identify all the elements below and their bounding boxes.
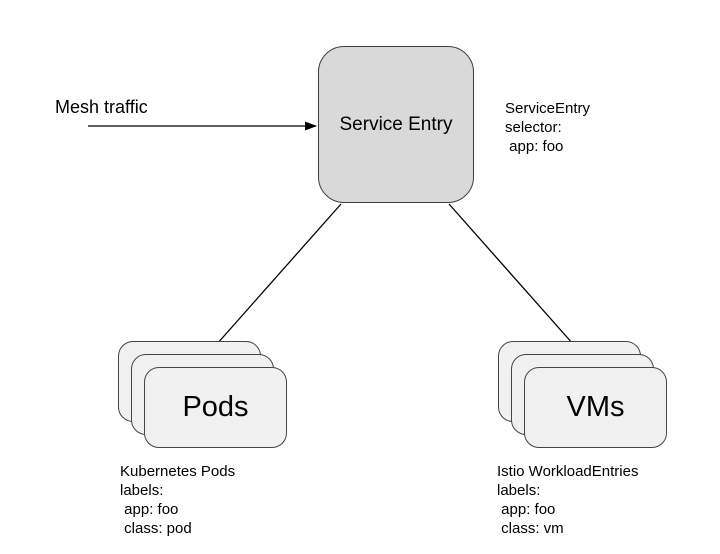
- vms-label: VMs: [566, 391, 625, 423]
- vms-card-front: VMs: [524, 367, 667, 448]
- service-entry-annotation-line: app: foo: [505, 138, 564, 155]
- pods-annotation-line: Kubernetes Pods: [120, 463, 236, 480]
- service-entry-annotation-line: ServiceEntry: [505, 100, 591, 117]
- vms-annotation-line: labels:: [497, 482, 541, 499]
- service-entry-annotation-line: selector:: [505, 119, 562, 136]
- pods-annotation-line: app: foo: [120, 501, 179, 518]
- service-entry-label: Service Entry: [339, 113, 453, 135]
- pods-card-front: Pods: [144, 367, 287, 448]
- mesh-traffic-label: Mesh traffic: [55, 97, 148, 117]
- service-entry-annotation: ServiceEntry selector: app: foo: [505, 99, 590, 156]
- pods-annotation: Kubernetes Pods labels: app: foo class: …: [120, 462, 235, 538]
- service-to-pods-arrow: [208, 203, 342, 354]
- service-to-vms-arrow: [448, 203, 582, 354]
- vms-annotation-line: Istio WorkloadEntries: [497, 463, 639, 480]
- vms-annotation-line: app: foo: [497, 501, 556, 518]
- vms-annotation: Istio WorkloadEntries labels: app: foo c…: [497, 462, 638, 538]
- service-entry-node: Service Entry: [318, 46, 474, 203]
- pods-annotation-line: class: pod: [120, 520, 192, 537]
- pods-label: Pods: [182, 391, 249, 423]
- pods-annotation-line: labels:: [120, 482, 164, 499]
- vms-annotation-line: class: vm: [497, 520, 564, 537]
